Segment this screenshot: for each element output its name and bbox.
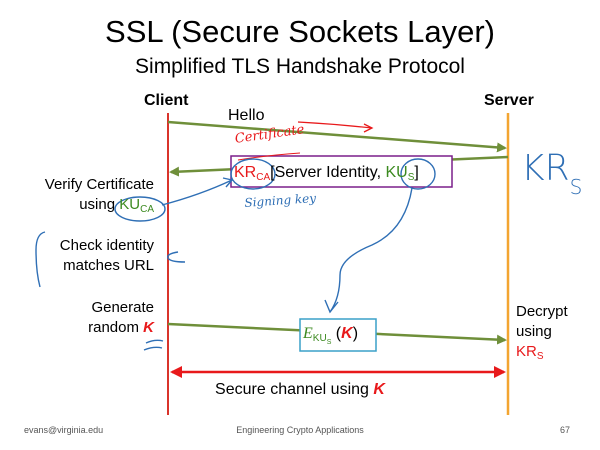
kr-ca-label: KRCA (234, 164, 271, 183)
footer-email: evans@virginia.edu (24, 425, 104, 435)
hand-arrow-verify (161, 179, 233, 206)
hand-arrow-ku-s (329, 187, 413, 313)
generate-label: Generate random K (88, 299, 154, 336)
slide-subtitle: Simplified TLS Handshake Protocol (135, 55, 465, 78)
hand-underline-k (145, 339, 164, 344)
footer-course: Engineering Crypto Applications (236, 425, 364, 435)
hand-red-mark (237, 152, 301, 161)
page-number: 67 (560, 425, 571, 435)
hand-circle-ku-ca (114, 196, 166, 222)
encryption-box (299, 318, 377, 352)
hand-squiggle (167, 251, 186, 263)
verify-label: Verify Certificate using KUCA (44, 176, 154, 215)
decrypt-label: Decrypt using KRS (516, 303, 568, 362)
secure-channel-label: Secure channel using K (215, 381, 385, 398)
encrypted-key-label: EKUS (K) (303, 325, 359, 346)
hand-circle-ku-s (400, 158, 436, 190)
hand-krs-note: KRS (521, 148, 583, 199)
hello-label: Hello (228, 107, 265, 124)
hand-circle-kr-ca (230, 158, 276, 190)
ku-s-label: KUS (385, 164, 415, 183)
check-identity-label: Check identity matches URL (59, 237, 154, 274)
certificate-content: KRCA[Server Identity, KUS] (234, 164, 419, 183)
certificate-box (230, 155, 453, 188)
slide-title: SSL (Secure Sockets Layer) (105, 14, 495, 49)
server-label: Server (484, 92, 534, 109)
hello-arrow (167, 120, 507, 153)
hand-red-arrow (297, 121, 373, 129)
hand-bracket (35, 231, 46, 288)
client-label: Client (144, 92, 189, 109)
